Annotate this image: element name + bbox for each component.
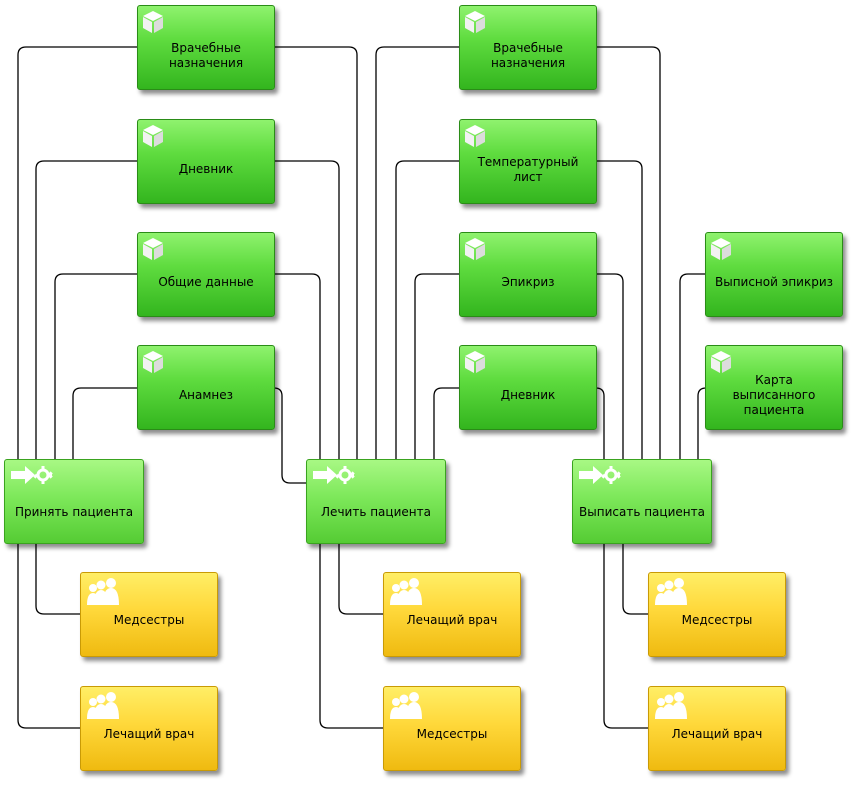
process-arrow-icon [9, 464, 53, 490]
node-label: Эпикриз [501, 275, 555, 289]
node-label: Температурный лист [477, 154, 579, 184]
box-icon [710, 237, 732, 265]
connector-line [595, 387, 605, 459]
connector-line [597, 160, 643, 459]
connector-line [622, 544, 648, 615]
document-node[interactable]: Выписной эпикриз [705, 232, 843, 317]
document-node[interactable]: Дневник [459, 345, 597, 430]
connector-line [275, 273, 321, 459]
process-node[interactable]: Выписать пациента [572, 459, 712, 544]
node-label: Лечащий врач [406, 613, 498, 627]
document-node[interactable]: Температурный лист [459, 119, 597, 204]
node-label: Дневник [500, 388, 556, 402]
process-arrow-icon [577, 464, 621, 490]
document-node[interactable]: Карта выписанного пациента [705, 345, 843, 430]
box-icon [142, 10, 164, 38]
people-icon [85, 691, 125, 725]
process-node[interactable]: Принять пациента [4, 459, 144, 544]
box-icon [142, 124, 164, 152]
process-arrow-icon [311, 464, 355, 490]
node-label: Лечить пациента [321, 505, 431, 519]
connector-line [597, 46, 661, 459]
people-icon [85, 577, 125, 611]
node-label: Карта выписанного пациента [732, 373, 816, 417]
role-node[interactable]: Лечащий врач [648, 686, 786, 771]
node-label: Медсестры [681, 613, 753, 627]
connector-line [54, 273, 137, 459]
connector-line [35, 160, 137, 459]
connector-line [273, 387, 306, 484]
box-icon [710, 350, 732, 378]
role-node[interactable]: Лечащий врач [80, 686, 218, 771]
connector-line [414, 273, 459, 459]
document-node[interactable]: Врачебные назначения [459, 5, 597, 90]
node-label: Принять пациента [14, 505, 134, 519]
box-icon [464, 10, 486, 38]
node-label: Общие данные [158, 275, 254, 289]
connector-line [17, 544, 80, 729]
role-node[interactable]: Медсестры [383, 686, 521, 771]
connector-line [338, 544, 383, 615]
box-icon [142, 350, 164, 378]
node-label: Врачебные назначения [490, 40, 566, 70]
connector-line [603, 544, 648, 729]
node-label: Врачебные назначения [168, 40, 244, 70]
document-node[interactable]: Дневник [137, 119, 275, 204]
box-icon [464, 124, 486, 152]
node-label: Лечащий врач [103, 727, 195, 741]
connector-line [319, 544, 383, 729]
box-icon [464, 350, 486, 378]
connector-line [597, 273, 624, 459]
node-label: Медсестры [416, 727, 488, 741]
document-node[interactable]: Врачебные назначения [137, 5, 275, 90]
connector-line [35, 544, 80, 615]
document-node[interactable]: Общие данные [137, 232, 275, 317]
box-icon [464, 237, 486, 265]
node-label: Выписать пациента [579, 505, 705, 519]
people-icon [653, 577, 693, 611]
node-label: Дневник [178, 162, 234, 176]
node-label: Выписной эпикриз [714, 275, 834, 289]
connector-line [395, 160, 459, 459]
role-node[interactable]: Медсестры [80, 572, 218, 657]
node-label: Анамнез [178, 388, 234, 402]
connector-line [679, 273, 705, 459]
connector-line [72, 387, 137, 459]
document-node[interactable]: Анамнез [137, 345, 275, 430]
box-icon [142, 237, 164, 265]
connector-line [275, 46, 358, 459]
node-label: Медсестры [113, 613, 185, 627]
people-icon [388, 691, 428, 725]
people-icon [388, 577, 428, 611]
people-icon [653, 691, 693, 725]
role-node[interactable]: Медсестры [648, 572, 786, 657]
role-node[interactable]: Лечащий врач [383, 572, 521, 657]
process-node[interactable]: Лечить пациента [306, 459, 446, 544]
connector-line [433, 387, 459, 459]
connector-line [17, 46, 137, 459]
node-label: Лечащий врач [671, 727, 763, 741]
connector-line [375, 46, 459, 459]
document-node[interactable]: Эпикриз [459, 232, 597, 317]
connector-line [275, 160, 340, 459]
